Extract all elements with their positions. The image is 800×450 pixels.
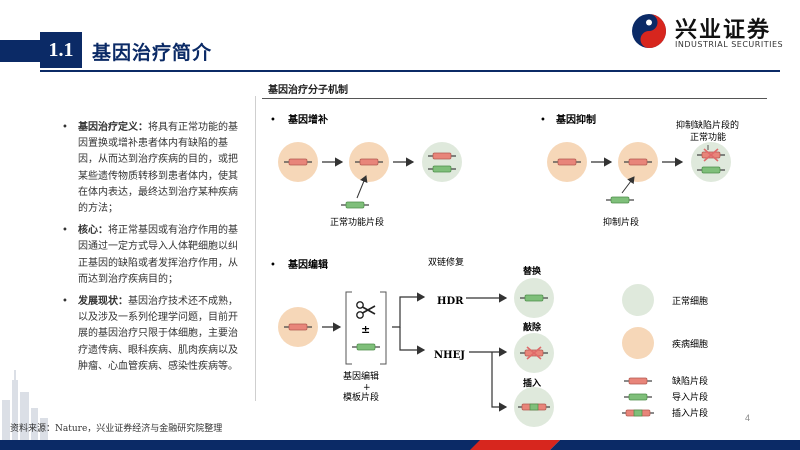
replace-label: 替换 [523,265,542,277]
editing-caption-line2: 模板片段 [343,391,379,403]
legend-disease-cell-swatch [622,327,654,359]
legend-defect-swatch [623,377,653,385]
title-underline [40,70,780,72]
normal-function-fragment [340,201,370,209]
bullet-text: 将正常基因或有治疗作用的基因通过一定方式导入人体靶细胞以纠正基因的缺陷或者发挥治… [78,225,238,285]
page-number: 4 [745,413,751,423]
hdr-label: HDR [437,296,464,307]
arrow [621,176,635,194]
arrow-to-nhej [399,327,426,355]
gene-suppression-label: 基因抑制 [555,113,596,126]
bullet-label: 发展现状： [78,296,128,308]
plus-minus-sign: ± [361,323,370,336]
bullet-status: • 发展现状：基因治疗技术还不成熟，以及涉及一系列伦理学问题，目前开展的基因治疗… [60,294,240,375]
city-skyline-icon [2,370,48,440]
bullet-text: 将具有正常功能的基因置换或增补患者体内有缺陷的基因，从而达到治疗疾病的目的，或把… [78,122,238,215]
dsb-repair-label: 双链修复 [428,256,464,268]
section-title: 基因治疗简介 [92,42,213,64]
bullet-text: 基因治疗技术还不成熟，以及涉及一系列伦理学问题，目前开展的基因治疗只限于体细胞，… [78,296,238,372]
legend-insert-swatch [621,409,655,417]
bracket-left [345,291,352,365]
legend-defect-fragment: 缺陷片段 [672,375,708,387]
bullet-core: • 核心：将正常基因或有治疗作用的基因通过一定方式导入人体靶细胞以纠正基因的缺陷… [60,223,240,288]
bullet-dot: • [540,115,546,126]
bullet-dot: • [270,260,276,271]
footer-bar [0,440,800,450]
bracket-right [380,291,387,365]
suppression-fragment [605,196,635,204]
company-logo: 兴业证券 INDUSTRIAL SECURITIES [630,12,790,50]
bullet-dot: • [270,115,276,126]
legend-insert-fragment: 插入片段 [672,407,708,419]
arrow-to-hdr [392,292,426,328]
legend-import-swatch [623,393,653,401]
nhej-label: NHEJ [434,350,465,361]
legend: 正常细胞 疾病细胞 缺陷片段 导入片段 插入片段 [621,284,708,419]
gene-augmentation-section: • 基因增补 正常功能片段 [270,113,462,228]
panel-divider [255,96,256,401]
diagram-title-rule [262,98,767,99]
legend-import-fragment: 导入片段 [672,391,708,403]
arrow-to-insert [491,352,508,412]
knockout-label: 敲除 [523,321,542,333]
bullet-dot: • [62,296,68,308]
normal-function-fragment-label: 正常功能片段 [330,216,384,228]
editing-caption-line1: 基因编辑 [343,370,379,382]
arrow [356,175,368,199]
gene-editing-section: • 基因编辑 双链修复 ± 基因编辑 + 模板片段 HDR NHEJ 替换 [270,256,554,427]
bullet-dot: • [62,225,68,237]
bullet-label: 核心： [78,225,108,237]
suppression-note-line2: 正常功能 [690,131,726,143]
insert-label: 插入 [523,377,541,389]
logo-mark-icon [632,14,666,48]
suppression-fragment-label: 抑制片段 [603,216,639,228]
gene-augmentation-label: 基因增补 [287,113,328,126]
source-note: 资料来源：Nature，兴业证券经济与金融研究院整理 [10,424,223,434]
definition-panel: • 基因治疗定义：将具有正常功能的基因置换或增补患者体内有缺陷的基因，从而达到治… [60,120,240,381]
section-number: 1.1 [40,32,82,68]
editing-caption-plus: + [363,383,371,393]
gene-suppression-section: • 基因抑制 抑制缺陷片段的 正常功能 抑制片段 [540,113,739,228]
insert-fragment [517,403,551,411]
logo-text-cn: 兴业证券 [675,18,772,43]
legend-normal-cell-swatch [622,284,654,316]
normal-cell [422,142,462,182]
bullet-dot: • [62,122,68,133]
normal-cell [691,142,731,182]
logo-text-en: INDUSTRIAL SECURITIES [675,40,784,49]
diagram-title: 基因治疗分子机制 [268,85,348,96]
bullet-definition: • 基因治疗定义：将具有正常功能的基因置换或增补患者体内有缺陷的基因，从而达到治… [60,120,240,217]
scissors-icon [356,301,376,319]
suppression-note-line1: 抑制缺陷片段的 [676,119,739,131]
legend-normal-cell: 正常细胞 [672,295,708,307]
legend-disease-cell: 疾病细胞 [672,338,708,350]
template-fragment [351,343,381,351]
gene-editing-label: 基因编辑 [287,258,328,271]
bullet-label: 基因治疗定义： [78,122,148,133]
title-accent-bar [0,40,40,62]
